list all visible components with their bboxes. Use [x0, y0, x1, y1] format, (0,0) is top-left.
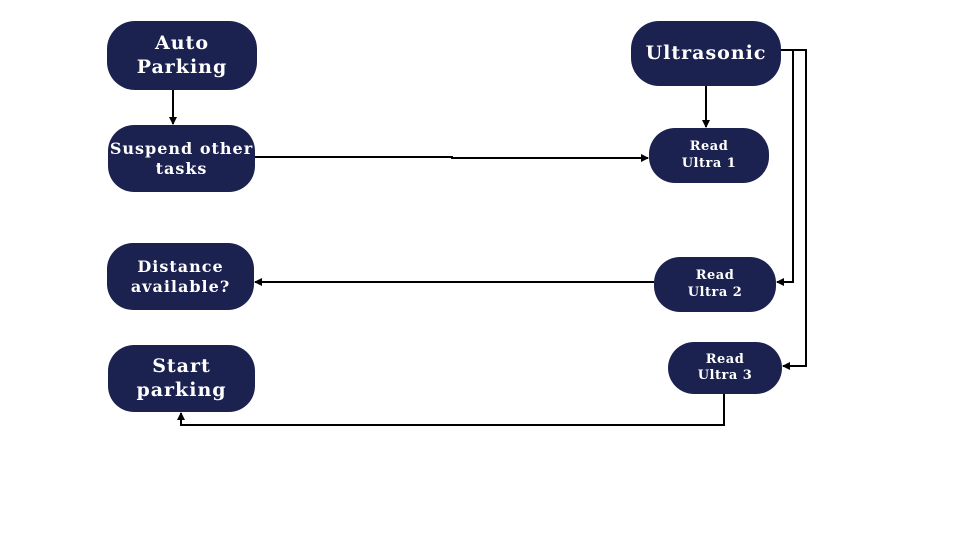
read-ultra-3-label: Read Ultra 3 — [697, 351, 753, 383]
read-ultra-3-node[interactable]: Read Ultra 3 — [668, 342, 782, 394]
read-ultra-2-node[interactable]: Read Ultra 2 — [654, 257, 776, 312]
ultrasonic-label: Ultrasonic — [645, 41, 767, 64]
edge-ultrasonic-to-read-ultra-3 — [781, 49, 807, 370]
edge-read-ultra-3-to-start-parking — [177, 394, 725, 426]
read-ultra-2-label: Read Ultra 2 — [687, 268, 743, 300]
auto-parking-node[interactable]: Auto Parking — [107, 21, 257, 90]
suspend-other-tasks-node[interactable]: Suspend other tasks — [108, 125, 255, 192]
edge-suspend-to-read-ultra-1 — [255, 154, 649, 162]
edge-ultrasonic-to-read-ultra-2 — [776, 49, 794, 286]
distance-available-label: Distance available? — [130, 256, 231, 296]
read-ultra-1-node[interactable]: Read Ultra 1 — [649, 128, 769, 183]
suspend-other-tasks-label: Suspend other tasks — [109, 138, 254, 178]
start-parking-label: Start parking — [136, 354, 227, 401]
read-ultra-1-label: Read Ultra 1 — [681, 139, 737, 171]
start-parking-node[interactable]: Start parking — [108, 345, 255, 412]
distance-available-node[interactable]: Distance available? — [107, 243, 254, 310]
auto-parking-label: Auto Parking — [136, 31, 228, 78]
ultrasonic-node[interactable]: Ultrasonic — [631, 21, 781, 86]
